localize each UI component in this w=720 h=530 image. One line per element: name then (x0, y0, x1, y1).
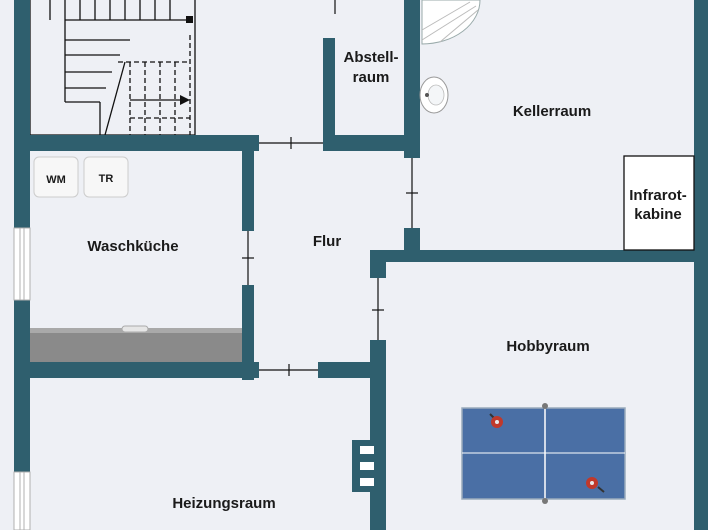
wall (242, 151, 254, 231)
wall (14, 135, 259, 151)
door (259, 364, 318, 376)
door (242, 231, 254, 285)
paddle-icon (489, 413, 503, 428)
dryer-label: TR (99, 173, 114, 185)
door (372, 278, 384, 340)
stair-arrow-icon (180, 95, 190, 105)
wall (318, 362, 386, 378)
stair-post-icon (186, 16, 193, 23)
room-label-heizungsraum: Heizungsraum (172, 495, 275, 512)
wall (694, 0, 708, 530)
spiral-stair-icon (421, 0, 481, 45)
room-label-infrarotkabine-line2: kabine (634, 206, 682, 223)
room-label-waschkueche: Waschküche (87, 238, 178, 255)
washer-icon (33, 156, 79, 198)
infrared-cabin (623, 155, 695, 251)
wall (14, 0, 30, 228)
washer-label: WM (46, 174, 66, 186)
door (259, 137, 323, 149)
room-label-abstellraum-line2: raum (353, 69, 390, 86)
room-label-abstellraum-line1: Abstell- (343, 49, 398, 66)
wall (404, 228, 420, 250)
counter (30, 328, 242, 362)
room-label-kellerraum: Kellerraum (513, 103, 591, 120)
paddle-icon (586, 477, 605, 493)
wall (323, 135, 420, 151)
sink-icon (419, 76, 449, 114)
room-label-hobbyraum: Hobbyraum (506, 338, 589, 355)
dryer-icon (83, 156, 129, 198)
wall (14, 362, 259, 378)
room-label-infrarotkabine-line1: Infrarot- (629, 187, 687, 204)
outside-right (708, 0, 720, 530)
wall (370, 250, 386, 278)
wall (404, 0, 420, 158)
radiator-icon (352, 440, 374, 492)
room-label-flur: Flur (313, 233, 341, 250)
wall (242, 285, 254, 380)
wall (370, 250, 708, 262)
door (406, 158, 418, 228)
window (13, 471, 31, 530)
counter-sink-icon (121, 325, 149, 333)
wall (14, 300, 30, 472)
staircase (29, 0, 196, 136)
wall (323, 38, 335, 138)
window (13, 227, 31, 301)
